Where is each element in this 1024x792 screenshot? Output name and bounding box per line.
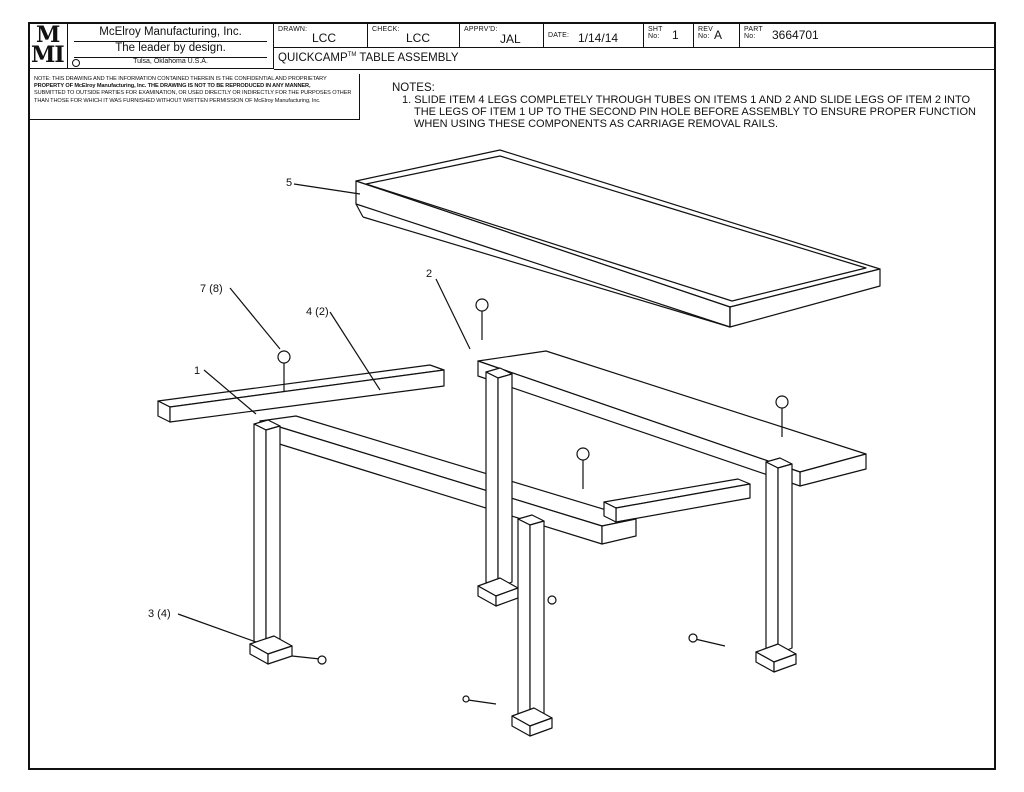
table-top-tray: [355, 149, 881, 328]
clevis-pins: [291, 595, 726, 705]
lock-pins: [277, 298, 789, 489]
note-item-1: 1. SLIDE ITEM 4 LEGS COMPLETELY THROUGH …: [402, 94, 976, 130]
company-block: McElroy Manufacturing, Inc. The leader b…: [68, 24, 274, 69]
logo-letters-bottom: MI: [31, 42, 65, 68]
callout-item-2: 2: [426, 268, 432, 280]
revision-value: A: [714, 28, 723, 42]
callout-item-7: 7 (8): [200, 283, 223, 295]
apprvd-cell: APPRV'D: JAL: [460, 24, 544, 48]
drawn-label: DRAWN:: [278, 26, 308, 33]
proprietary-note-box: [30, 74, 360, 120]
revision-label: REV No:: [698, 26, 713, 40]
date-value: 1/14/14: [578, 31, 619, 45]
revision-cell: REV No: A: [694, 24, 740, 48]
company-tagline: The leader by design.: [115, 42, 226, 54]
leg-front-left: [249, 419, 293, 665]
exploded-assembly-drawing: 5 2 7 (8) 4 (2) 1 3 (4): [148, 149, 881, 737]
apprvd-value: JAL: [500, 32, 521, 46]
mmi-logo: M MI: [30, 24, 68, 69]
rail-front-short: [603, 478, 751, 523]
part-number-cell: PART No: 3664701: [740, 24, 994, 48]
rail-back-short: [157, 364, 445, 423]
callout-item-4: 4 (2): [306, 306, 329, 318]
drawing-title: QUICKCAMPTM TABLE ASSEMBLY: [278, 52, 459, 64]
callout-item-3: 3 (4): [148, 608, 171, 620]
check-cell: CHECK: LCC: [368, 24, 460, 48]
proprietary-note: NOTE: THIS DRAWING AND THE INFORMATION C…: [34, 76, 354, 105]
logo-letters-top: M: [36, 22, 60, 48]
leg-front-right: [511, 514, 553, 737]
leg-back-right: [755, 457, 797, 673]
part-number-value: 3664701: [772, 28, 819, 42]
notes-heading: NOTES:: [392, 82, 435, 94]
proprietary-line-2: PROPERTY OF McElroy Manufacturing, Inc. …: [34, 83, 311, 90]
check-label: CHECK:: [372, 26, 400, 33]
drawing-title-cell: QUICKCAMPTM TABLE ASSEMBLY: [274, 48, 994, 70]
drawing-sheet: M MI McElroy Manufacturing, Inc. The lea…: [28, 22, 996, 770]
trademark-mark: TM: [347, 52, 357, 59]
leg-back-left: [477, 367, 519, 607]
registered-circle-icon: [72, 59, 80, 67]
date-cell: DATE: 1/14/14: [544, 24, 644, 48]
drawing-title-main: QUICKCAMP: [278, 52, 348, 64]
proprietary-line-3: SUBMITTED TO OUTSIDE PARTIES FOR EXAMINA…: [34, 90, 352, 97]
sheet-number-label: SHT No:: [648, 26, 663, 40]
check-value: LCC: [406, 31, 431, 45]
sheet-number-cell: SHT No: 1: [644, 24, 694, 48]
company-location: Tulsa, Oklahoma U.S.A.: [133, 58, 208, 65]
rail-front-long: [259, 415, 637, 545]
sheet-number-value: 1: [672, 28, 679, 42]
leader-lines: [177, 183, 471, 643]
drawing-title-rest: TABLE ASSEMBLY: [356, 52, 459, 64]
drawn-cell: DRAWN: LCC: [274, 24, 368, 48]
proprietary-line-1: NOTE: THIS DRAWING AND THE INFORMATION C…: [34, 76, 327, 82]
proprietary-line-4: THAN THOSE FOR WHICH IT WAS FURNISHED WI…: [34, 97, 321, 104]
assembly-notes: NOTES: 1. SLIDE ITEM 4 LEGS COMPLETELY T…: [392, 82, 992, 130]
drawn-value: LCC: [312, 31, 337, 45]
part-number-label: PART No:: [744, 26, 763, 40]
callout-item-5: 5: [286, 177, 292, 189]
rail-back-long: [477, 350, 867, 487]
date-label: DATE:: [548, 32, 570, 39]
company-name: McElroy Manufacturing, Inc.: [99, 26, 242, 38]
callout-item-1: 1: [194, 365, 200, 377]
apprvd-label: APPRV'D:: [464, 26, 498, 33]
